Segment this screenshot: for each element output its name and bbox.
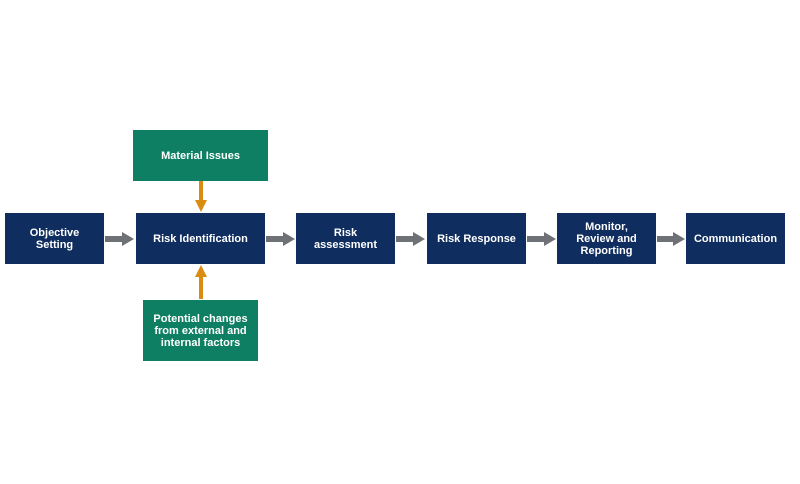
step-risk-response: Risk Response — [427, 213, 526, 264]
step-communication: Communication — [686, 213, 785, 264]
input-potential-changes: Potential changes from external and inte… — [143, 300, 258, 361]
flow-arrow-4 — [527, 232, 556, 246]
flow-arrow-3 — [396, 232, 425, 246]
input-arrow-up — [195, 265, 207, 299]
step-monitor-review-reporting: Monitor, Review and Reporting — [557, 213, 656, 264]
flow-arrow-5 — [657, 232, 685, 246]
input-material-issues: Material Issues — [133, 130, 268, 181]
step-objective-setting: Objective Setting — [5, 213, 104, 264]
flow-arrow-2 — [266, 232, 295, 246]
flow-arrow-1 — [105, 232, 134, 246]
input-arrow-down — [195, 181, 207, 212]
step-risk-identification: Risk Identification — [136, 213, 265, 264]
step-risk-assessment: Risk assessment — [296, 213, 395, 264]
